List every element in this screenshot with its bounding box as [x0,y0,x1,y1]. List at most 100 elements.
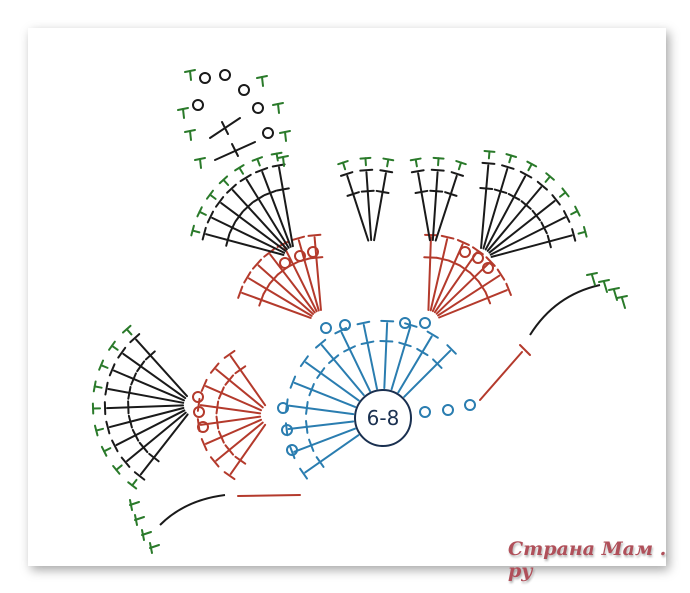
single-crochet-top [505,153,518,159]
stitch-top [104,381,109,396]
stitch-crossbar [429,189,444,193]
stitch-crossbar [276,187,290,192]
single-crochet-stem [277,103,280,114]
stitch-crossbar [130,372,137,386]
stitch-stem [107,387,185,404]
stitch-crossbar [127,385,132,400]
stitch-crossbar [546,234,552,249]
stitch-stem [482,167,509,250]
stitch-crossbar [432,358,443,369]
stitch-crossbar [215,415,220,430]
stitch-top [129,333,141,344]
single-crochet-stem [191,229,201,234]
stitch-stem [135,338,188,398]
stitch-crossbar [234,455,247,465]
stitch-crossbar [262,282,271,296]
stitch-stem [229,423,267,475]
stitch-stem [490,234,573,258]
stitch-stem [108,407,185,429]
stitch-stem [211,216,286,254]
chain-stitch [219,69,231,81]
stitch-stem [434,174,458,242]
single-crochet-top [545,172,555,181]
stitch-crossbar [131,428,140,442]
single-crochet-top [526,160,538,168]
stitch-stem [489,216,566,256]
stitch-stem [269,253,316,314]
stitch-crossbar [316,367,326,379]
single-crochet-top [92,380,97,393]
stitch-crossbar [540,221,548,235]
stitch-top [289,445,296,460]
stitch-top [108,363,116,377]
stitch-top [200,438,208,452]
stitch-stem [215,421,264,462]
stitch-crossbar [484,291,492,305]
stitch-stem [199,415,262,426]
stitch-stem [438,289,508,319]
single-crochet-stem [100,364,109,369]
stitch-crossbar [469,271,480,283]
single-crochet-top [190,224,195,237]
chain-stitch [279,257,291,269]
single-crochet-top [98,359,105,371]
stitch-stem [383,322,389,390]
stitch-crossbar [308,438,315,452]
chain-stitch [307,246,319,258]
stitch-stem [313,236,322,312]
stitch-top [356,320,371,326]
stitch-stem [397,335,433,394]
single-crochet-stem [199,158,202,169]
single-crochet-stem [457,161,463,171]
center-label: 6-8 [367,406,400,430]
stitch-crossbar [479,186,494,191]
single-crochet-stem [570,210,579,216]
single-crochet-stem [275,152,279,162]
stitch-stem [205,418,263,445]
chain-stitch [252,102,264,114]
stitch-crossbar [414,189,429,195]
single-crochet-stem [508,154,513,164]
stitch-top [291,235,306,241]
stitch-stem [122,352,187,400]
stitch-top [334,327,348,335]
stitch-stem [431,243,464,313]
single-crochet-top [359,156,372,160]
stitch-top [562,210,571,223]
stitch-stem [437,274,501,317]
single-crochet-top [582,225,588,238]
stitch-stem [248,277,313,317]
stitch-top [111,439,119,453]
single-crochet-stem [414,158,418,168]
chain-line [237,494,301,497]
chain-stitch [193,406,205,418]
single-crochet-top [382,157,395,162]
stitch-crossbar [148,452,160,463]
stitch-crossbar [258,293,265,307]
stitch-top [252,258,262,270]
stitch-stem [106,404,185,410]
stitch-top [456,239,470,246]
stitch-top [446,344,457,355]
single-crochet-stem [125,328,133,336]
single-crochet-top [100,445,108,457]
single-crochet-top [561,187,570,198]
stitch-top [209,362,220,374]
stitch-stem [427,236,432,312]
stitch-top [519,344,531,356]
stitch-stem [229,355,267,407]
stitch-crossbar [138,441,149,454]
single-crochet-top [234,164,245,172]
single-crochet-stem [182,108,185,119]
stitch-top [505,282,512,296]
stitch-stem [390,325,412,391]
single-crochet-stem [621,297,626,309]
single-crochet-stem [603,281,608,293]
single-crochet-stem [103,447,112,453]
stitch-crossbar [398,341,412,348]
single-crochet-stem [341,161,347,171]
stitch-stem [287,420,355,431]
stitch-crossbar [224,374,235,386]
stitch-top [200,378,208,392]
stitch-stem [488,200,556,254]
